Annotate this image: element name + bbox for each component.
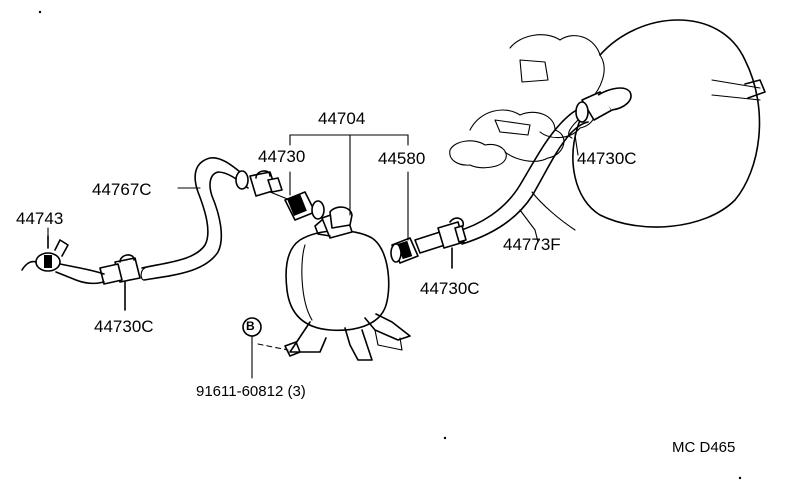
union-44743 (21, 235, 105, 285)
label-44730c-mid: 44730C (420, 279, 480, 298)
label-bolt-91611: 91611-60812 (3) (196, 383, 306, 400)
brake-booster (449, 19, 766, 228)
check-valve-44580 (390, 231, 446, 264)
clamp-44730c-left (99, 254, 141, 311)
label-44704: 44704 (318, 109, 366, 128)
label-44730c-right: 44730C (577, 149, 637, 168)
label-44767c: 44767C (92, 180, 152, 199)
clamp-44730c-mid (437, 217, 467, 269)
check-valve-44730 (269, 191, 325, 221)
label-44580: 44580 (378, 149, 426, 168)
label-44730c-left: 44730C (94, 317, 154, 336)
bolt-marker (242, 317, 262, 337)
label-44730: 44730 (258, 147, 306, 166)
label-44743: 44743 (16, 209, 64, 228)
clamp-upper-left (249, 170, 283, 197)
hose-44773f (454, 107, 589, 245)
booster-fitting (568, 87, 632, 139)
leader-lines (47, 134, 579, 379)
label-44773f: 44773F (503, 235, 561, 254)
hose-44767c (140, 157, 249, 281)
vacuum-tank (285, 206, 411, 361)
diagram-code: MC D465 (672, 439, 736, 456)
bolt-marker-letter: B (246, 319, 255, 333)
